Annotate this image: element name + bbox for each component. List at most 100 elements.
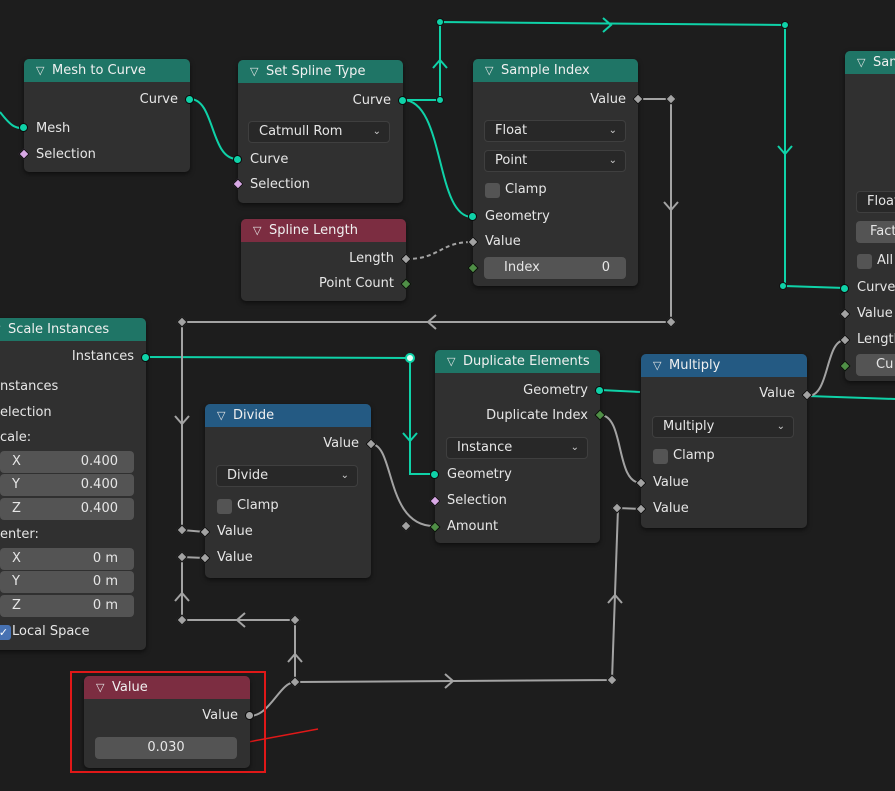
input-socket[interactable] (468, 212, 477, 221)
node-header[interactable]: ▽Multiply (641, 354, 807, 377)
chevron-down-icon[interactable]: ▽ (250, 65, 259, 78)
node-title: Duplicate Elements (463, 354, 590, 369)
wire-value-loop (249, 506, 642, 717)
reroute-dot[interactable] (436, 18, 444, 26)
scale-z-field[interactable]: Z 0.400 (0, 498, 134, 520)
node-header[interactable]: ▽Set Spline Type (238, 60, 403, 83)
field-value: 0.400 (80, 454, 118, 469)
clamp-checkbox[interactable] (653, 449, 668, 464)
input-socket[interactable] (430, 470, 439, 479)
node-title: Sam (873, 55, 895, 70)
spline-type-dropdown[interactable]: Catmull Rom⌄ (248, 121, 390, 143)
data-type-dropdown[interactable]: Float ⌄ (484, 120, 626, 142)
chevron-down-icon[interactable]: ▽ (447, 355, 456, 368)
dropdown-value: Catmull Rom (259, 124, 343, 139)
chevron-down-icon[interactable]: ▽ (857, 56, 866, 69)
node-header[interactable]: ▽ Sam (845, 51, 895, 74)
node-header[interactable]: ▽Divide (205, 404, 371, 427)
value-field[interactable]: 0.030 (95, 737, 237, 759)
field-value: 0.400 (80, 501, 118, 516)
chevron-down-icon[interactable]: ▽ (36, 64, 45, 77)
node-header[interactable]: ▽ Duplicate Elements (435, 350, 600, 373)
input-socket[interactable] (840, 284, 849, 293)
clamp-checkbox[interactable] (485, 183, 500, 198)
node-value[interactable]: ▽Value Value 0.030 (84, 676, 254, 768)
socket-label: Instances (71, 349, 134, 364)
input-socket[interactable] (233, 155, 242, 164)
field-label: Index (504, 260, 540, 275)
reroute-dot[interactable] (781, 21, 789, 29)
node-header[interactable]: ▽Scale Instances (0, 318, 146, 341)
socket-label: Value (217, 524, 253, 539)
socket-label: Duplicate Index (486, 408, 588, 423)
socket-label: Curve (139, 92, 178, 107)
reroute-dot[interactable] (436, 96, 444, 104)
node-divide[interactable]: ▽Divide Value Divide⌄ Clamp Value Value (199, 404, 377, 578)
output-socket[interactable] (595, 386, 604, 395)
node-title: Sample Index (501, 63, 590, 78)
field-value: 0.400 (80, 477, 118, 492)
reroute-dot[interactable] (779, 282, 787, 290)
chevron-down-icon[interactable]: ▽ (485, 64, 494, 77)
node-sample-curve[interactable]: ▽Sam Float Fact All Curve Value Length C… (839, 51, 895, 381)
domain-dropdown[interactable]: Point⌄ (484, 150, 626, 172)
dropdown-value: Float (495, 123, 528, 138)
local-space-checkbox[interactable]: ✓ (0, 625, 11, 640)
chevron-down-icon[interactable]: ▽ (0, 323, 8, 336)
scale-x-field[interactable]: X 0.400 (0, 451, 134, 473)
wire-set-spline-to-sample-index (402, 99, 473, 218)
socket-label: Selection (36, 147, 96, 162)
node-duplicate-elements[interactable]: ▽ Duplicate Elements Geometry Duplicate I… (429, 350, 606, 543)
chevron-down-icon[interactable]: ▽ (253, 224, 262, 237)
clamp-checkbox[interactable] (217, 499, 232, 514)
socket-label: Geometry (523, 383, 588, 398)
field-label: Y (12, 477, 20, 492)
operation-dropdown[interactable]: Multiply⌄ (652, 416, 794, 438)
field-label: Z (12, 598, 21, 613)
output-socket[interactable] (245, 711, 254, 720)
node-mesh-to-curve[interactable]: ▽ Mesh to Curve Curve Mesh Selection (18, 59, 194, 172)
wire-to-right (807, 395, 895, 400)
scale-y-field[interactable]: Y 0.400 (0, 474, 134, 496)
field-value: 0 m (92, 551, 118, 566)
chevron-down-icon[interactable]: ▽ (96, 681, 105, 694)
socket-label: Mesh (36, 121, 71, 136)
node-title: Mesh to Curve (52, 63, 146, 78)
output-socket[interactable] (185, 95, 194, 104)
field-label: Z (12, 501, 21, 516)
node-scale-instances[interactable]: ▽Scale Instances Instances nstances elec… (0, 318, 150, 650)
reroute-dot[interactable] (405, 353, 415, 363)
output-socket[interactable] (141, 353, 150, 362)
output-socket[interactable] (398, 96, 407, 105)
wire-curve-to-set-spline (189, 98, 238, 160)
chevron-down-icon: ⌄ (608, 125, 617, 136)
node-header[interactable]: ▽ Sample Index (473, 59, 638, 82)
group-label: cale: (0, 430, 32, 445)
input-socket[interactable] (19, 123, 28, 132)
node-spline-length[interactable]: ▽Spline Length Length Point Count (241, 219, 412, 301)
node-set-spline-type[interactable]: ▽Set Spline Type Curve Catmull Rom⌄ Curv… (232, 60, 407, 203)
value-field[interactable]: Cu (856, 354, 895, 376)
node-header[interactable]: ▽ Mesh to Curve (24, 59, 190, 82)
node-multiply[interactable]: ▽Multiply Value Multiply⌄ Clamp Value Va… (635, 354, 813, 528)
chevron-down-icon[interactable]: ▽ (653, 359, 662, 372)
node-header[interactable]: ▽Value (84, 676, 250, 699)
field-label: X (12, 454, 21, 469)
node-sample-index[interactable]: ▽Sample Index Value Float⌄ Point⌄ Clamp … (467, 59, 644, 286)
domain-dropdown[interactable]: Instance⌄ (446, 437, 588, 459)
socket-label: Value (653, 475, 689, 490)
chevron-down-icon[interactable]: ▽ (217, 409, 226, 422)
socket-label: Geometry (447, 467, 512, 482)
chevron-down-icon: ⌄ (340, 470, 349, 481)
socket-label: Curve (857, 280, 895, 295)
all-curves-checkbox[interactable] (857, 254, 872, 269)
operation-dropdown[interactable]: Divide⌄ (216, 465, 358, 487)
data-type-dropdown[interactable]: Float (856, 191, 895, 213)
mode-button[interactable]: Fact (856, 221, 895, 243)
dropdown-value: Instance (457, 440, 513, 455)
node-header[interactable]: ▽Spline Length (241, 219, 406, 242)
